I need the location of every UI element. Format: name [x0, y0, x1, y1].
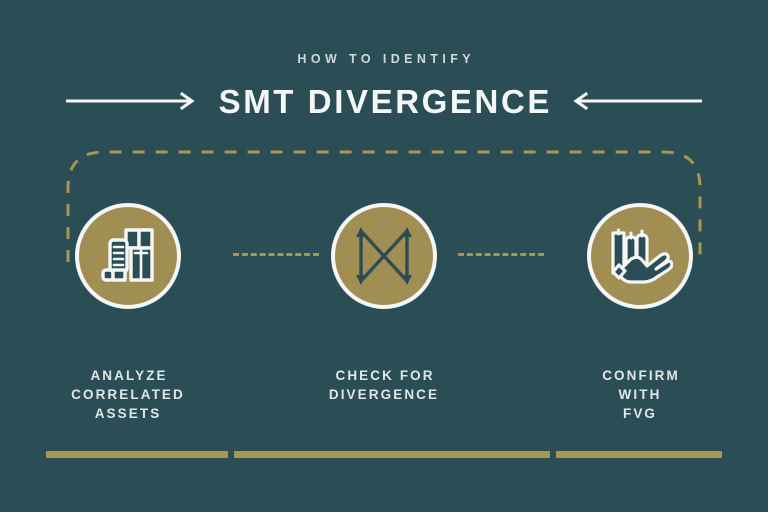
step-3-circle[interactable]: [587, 203, 693, 309]
step-2-circle[interactable]: [331, 203, 437, 309]
hand-candlesticks-icon: [607, 227, 673, 285]
captions-row: ANALYZE CORRELATED ASSETS CHECK FOR DIVE…: [0, 366, 768, 423]
arrow-left-icon: [570, 92, 703, 110]
steps-row: [0, 196, 768, 316]
page-title: SMT DIVERGENCE: [218, 82, 553, 120]
buildings-icon: [97, 226, 159, 286]
step-2-caption: CHECK FOR DIVERGENCE: [328, 368, 440, 402]
footer-bars: [46, 451, 722, 458]
title-row: SMT DIVERGENCE: [0, 80, 768, 122]
step-2: [256, 196, 512, 316]
footer-bar-3: [556, 451, 722, 458]
step-3: [512, 196, 768, 316]
footer-bar-2: [234, 451, 550, 458]
step-1-caption: ANALYZE CORRELATED ASSETS: [71, 368, 185, 421]
step-3-caption: CONFIRM WITH FVG: [602, 368, 680, 421]
footer-bar-1: [46, 451, 228, 458]
arrow-right-icon: [65, 92, 198, 110]
divergence-arrows-icon: [354, 225, 414, 287]
kicker-text: HOW TO IDENTIFY: [297, 52, 475, 66]
step-1: [0, 196, 256, 316]
step-1-circle[interactable]: [75, 203, 181, 309]
step-connector-1: [233, 253, 319, 256]
step-connector-2: [458, 253, 544, 256]
